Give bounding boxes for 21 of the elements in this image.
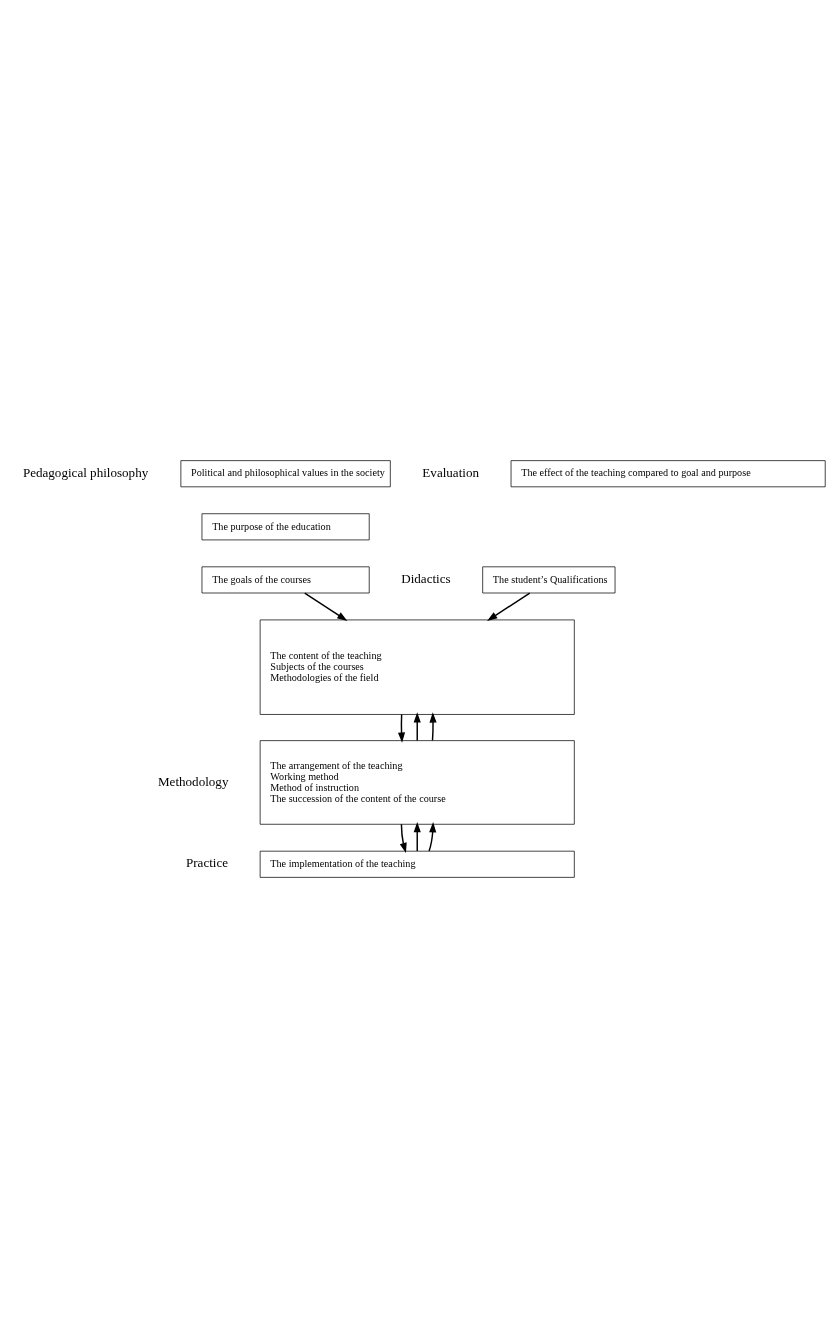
node-box: The goals of the courses [201, 565, 370, 593]
label: Practice [185, 854, 229, 870]
arrow [429, 711, 437, 741]
label: Didactics [401, 570, 451, 586]
arrow [428, 821, 437, 852]
node-box: The content of the teaching Subjects of the courses Methodologies of the field [259, 619, 575, 715]
node-box: The effect of the teaching compared to goal and purpose [510, 459, 826, 487]
arrow [397, 713, 406, 743]
node-box: The student’s Qualifications [482, 565, 616, 593]
label: Evaluation [422, 464, 480, 480]
arrow [413, 821, 421, 852]
node-box: The purpose of the education [201, 512, 370, 540]
arrow [413, 711, 421, 741]
node-box: The implementation of the teaching [259, 850, 575, 878]
label: Pedagogical philosophy [22, 464, 149, 480]
arrow [487, 591, 531, 621]
label: Methodology [157, 773, 229, 789]
node-box: Political and philosophical values in the society [180, 459, 391, 487]
arrow [304, 591, 348, 621]
node-box: The arrangement of the teaching Working method Method of instruction The succession of the content of the course [259, 739, 575, 825]
arrow [399, 823, 407, 853]
